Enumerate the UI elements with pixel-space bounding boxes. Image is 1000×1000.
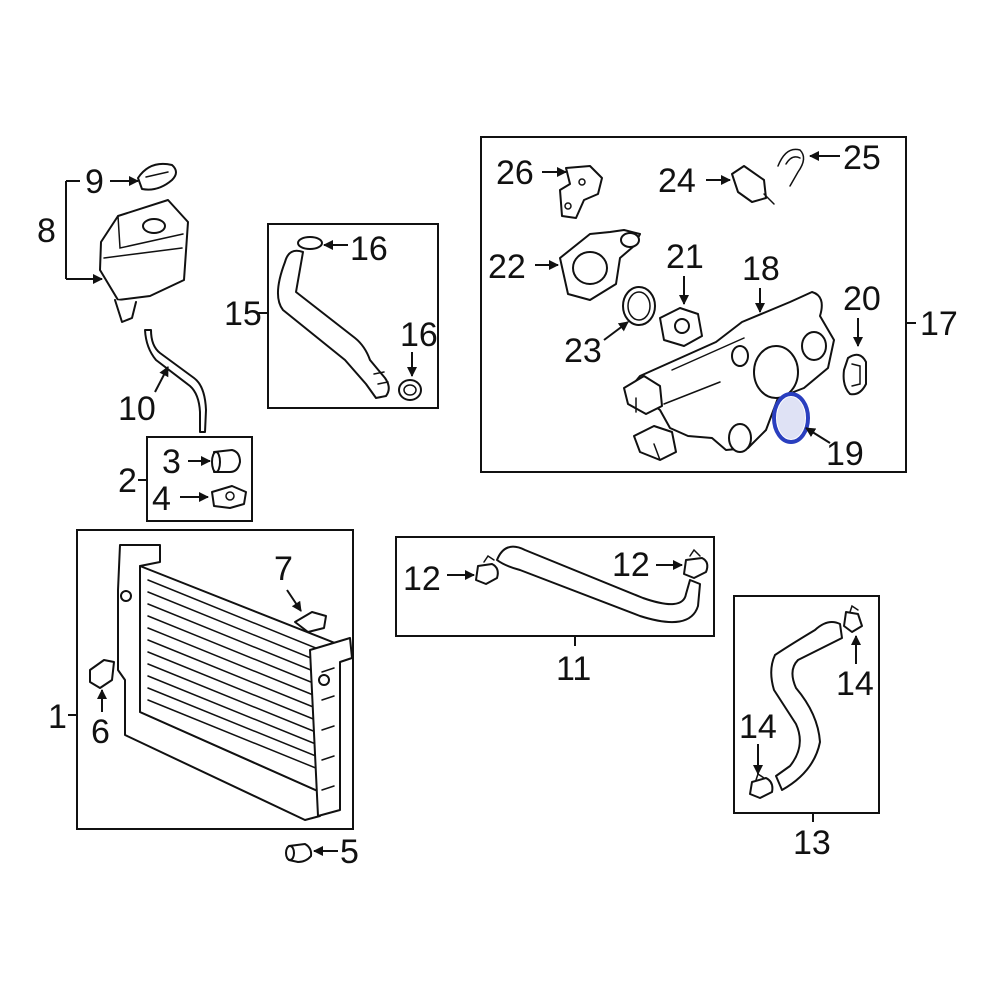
upper-hose[interactable] xyxy=(770,621,843,791)
callout-2: 2 xyxy=(118,462,137,500)
callout-12-left: 12 xyxy=(403,560,441,598)
radiator[interactable] xyxy=(117,544,353,821)
retaining-clip-25[interactable] xyxy=(777,148,805,187)
sensor-24[interactable] xyxy=(731,165,775,205)
callout-17: 17 xyxy=(920,305,958,343)
leader-23 xyxy=(603,321,629,341)
drain-plug-5[interactable] xyxy=(285,843,313,863)
mount-bushing-3[interactable] xyxy=(211,449,241,473)
callout-14-left: 14 xyxy=(739,708,777,746)
group-box-15 xyxy=(267,223,439,409)
callout-20: 20 xyxy=(843,280,881,318)
gasket-19-fill xyxy=(777,397,805,439)
callout-1: 1 xyxy=(48,698,67,736)
callout-15: 15 xyxy=(224,295,262,333)
callout-9: 9 xyxy=(85,163,104,201)
callout-16-bottom: 16 xyxy=(400,316,438,354)
lower-hose[interactable] xyxy=(496,545,701,623)
group-box-13 xyxy=(733,595,880,814)
callout-16-top: 16 xyxy=(350,230,388,268)
radiator-bracket-7[interactable] xyxy=(294,611,327,633)
o-ring-16-bottom[interactable] xyxy=(398,379,422,401)
callout-21: 21 xyxy=(666,238,704,276)
callout-22: 22 xyxy=(488,248,526,286)
leader-19 xyxy=(805,427,831,444)
group-box-11 xyxy=(395,536,715,637)
callout-23: 23 xyxy=(564,332,602,370)
water-outlet-22[interactable] xyxy=(559,229,641,301)
callout-10: 10 xyxy=(118,390,156,428)
callout-3: 3 xyxy=(162,443,181,481)
hose-clamp-12-right[interactable] xyxy=(683,548,709,579)
mount-bracket-4[interactable] xyxy=(211,485,247,509)
coolant-reservoir[interactable] xyxy=(99,199,189,323)
callout-26: 26 xyxy=(496,154,534,192)
gasket-23-inner xyxy=(627,291,651,321)
callout-6: 6 xyxy=(91,713,110,751)
o-ring-16-top[interactable] xyxy=(297,236,323,250)
callout-8: 8 xyxy=(37,212,56,250)
group-box-17 xyxy=(480,136,907,473)
callout-25: 25 xyxy=(843,139,881,177)
callout-13: 13 xyxy=(793,824,831,862)
callout-19: 19 xyxy=(826,435,864,473)
bracket-26[interactable] xyxy=(559,165,603,219)
callout-4: 4 xyxy=(152,480,171,518)
callout-24: 24 xyxy=(658,162,696,200)
thermostat-housing-18[interactable] xyxy=(623,291,835,461)
thermostat-21[interactable] xyxy=(659,307,703,347)
gasket-20[interactable] xyxy=(842,353,867,396)
leader-10 xyxy=(154,366,169,393)
reservoir-cap[interactable] xyxy=(137,162,177,191)
reservoir-hose[interactable] xyxy=(144,329,207,433)
callout-14-right: 14 xyxy=(836,665,874,703)
o-ring-16-bottom-inner xyxy=(403,384,417,396)
bypass-hose[interactable] xyxy=(277,249,390,399)
group-box-1 xyxy=(76,529,354,830)
callout-18: 18 xyxy=(742,250,780,288)
hose-clamp-12-left[interactable] xyxy=(475,554,499,585)
radiator-mount-6[interactable] xyxy=(89,659,115,689)
hose-clamp-14-bottom[interactable] xyxy=(749,772,774,799)
callout-12-right: 12 xyxy=(612,546,650,584)
leader-7 xyxy=(286,589,302,612)
gasket-19[interactable] xyxy=(772,392,810,444)
callout-5: 5 xyxy=(340,833,359,871)
hose-clamp-14-top[interactable] xyxy=(843,604,863,633)
callout-11: 11 xyxy=(556,650,591,688)
callout-7: 7 xyxy=(274,550,293,588)
